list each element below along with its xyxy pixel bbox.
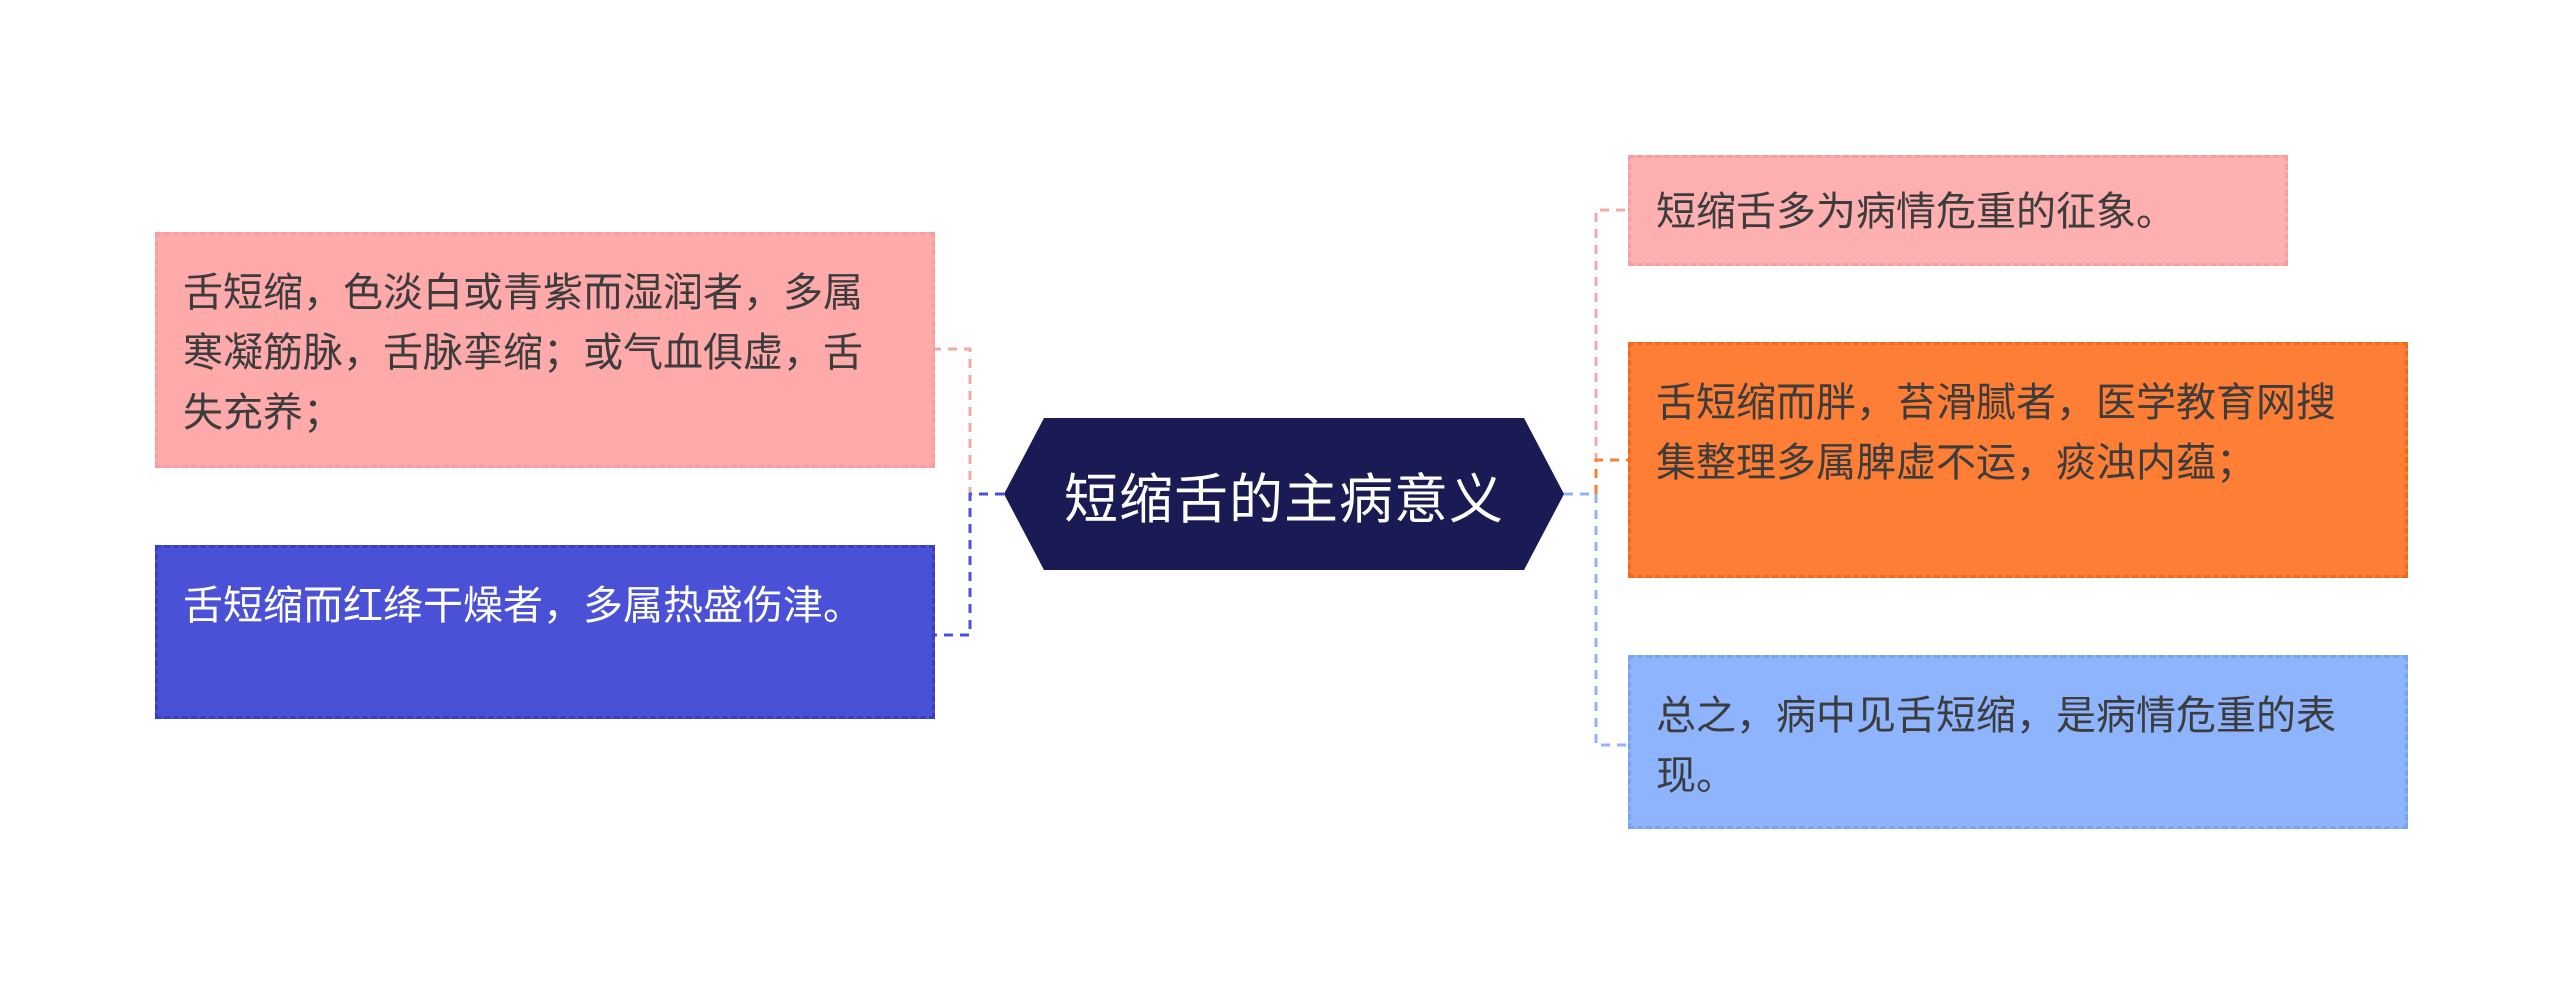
central-topic-label: 短缩舌的主病意义 <box>1064 467 1504 531</box>
topic-right-critical-sign-text: 短缩舌多为病情危重的征象。 <box>1656 189 2176 235</box>
connector-left-1 <box>935 347 1004 496</box>
connector-right-3 <box>1564 492 1628 747</box>
topic-right-spleen-deficiency[interactable]: 舌短缩而胖，苔滑腻者，医学教育网搜集整理多属脾虚不运，痰浊内蕴； <box>1628 342 2408 578</box>
topic-right-spleen-deficiency-text: 舌短缩而胖，苔滑腻者，医学教育网搜集整理多属脾虚不运，痰浊内蕴； <box>1656 380 2336 486</box>
topic-right-summary[interactable]: 总之，病中见舌短缩，是病情危重的表现。 <box>1628 655 2408 829</box>
connector-left-2 <box>935 492 1004 637</box>
topic-right-summary-text: 总之，病中见舌短缩，是病情危重的表现。 <box>1656 693 2336 799</box>
topic-right-critical-sign[interactable]: 短缩舌多为病情危重的征象。 <box>1628 155 2288 266</box>
topic-left-cold-deficiency[interactable]: 舌短缩，色淡白或青紫而湿润者，多属寒凝筋脉，舌脉挛缩；或气血俱虚，舌失充养； <box>155 232 935 468</box>
topic-left-heat-injury[interactable]: 舌短缩而红绛干燥者，多属热盛伤津。 <box>155 545 935 719</box>
topic-left-cold-deficiency-text: 舌短缩，色淡白或青紫而湿润者，多属寒凝筋脉，舌脉挛缩；或气血俱虚，舌失充养； <box>183 270 863 436</box>
connector-right-1 <box>1564 208 1628 496</box>
connector-right-2 <box>1564 458 1628 496</box>
topic-left-heat-injury-text: 舌短缩而红绛干燥者，多属热盛伤津。 <box>183 583 863 629</box>
central-topic-shape <box>1004 418 1564 570</box>
central-topic[interactable]: 短缩舌的主病意义 <box>1004 418 1564 570</box>
